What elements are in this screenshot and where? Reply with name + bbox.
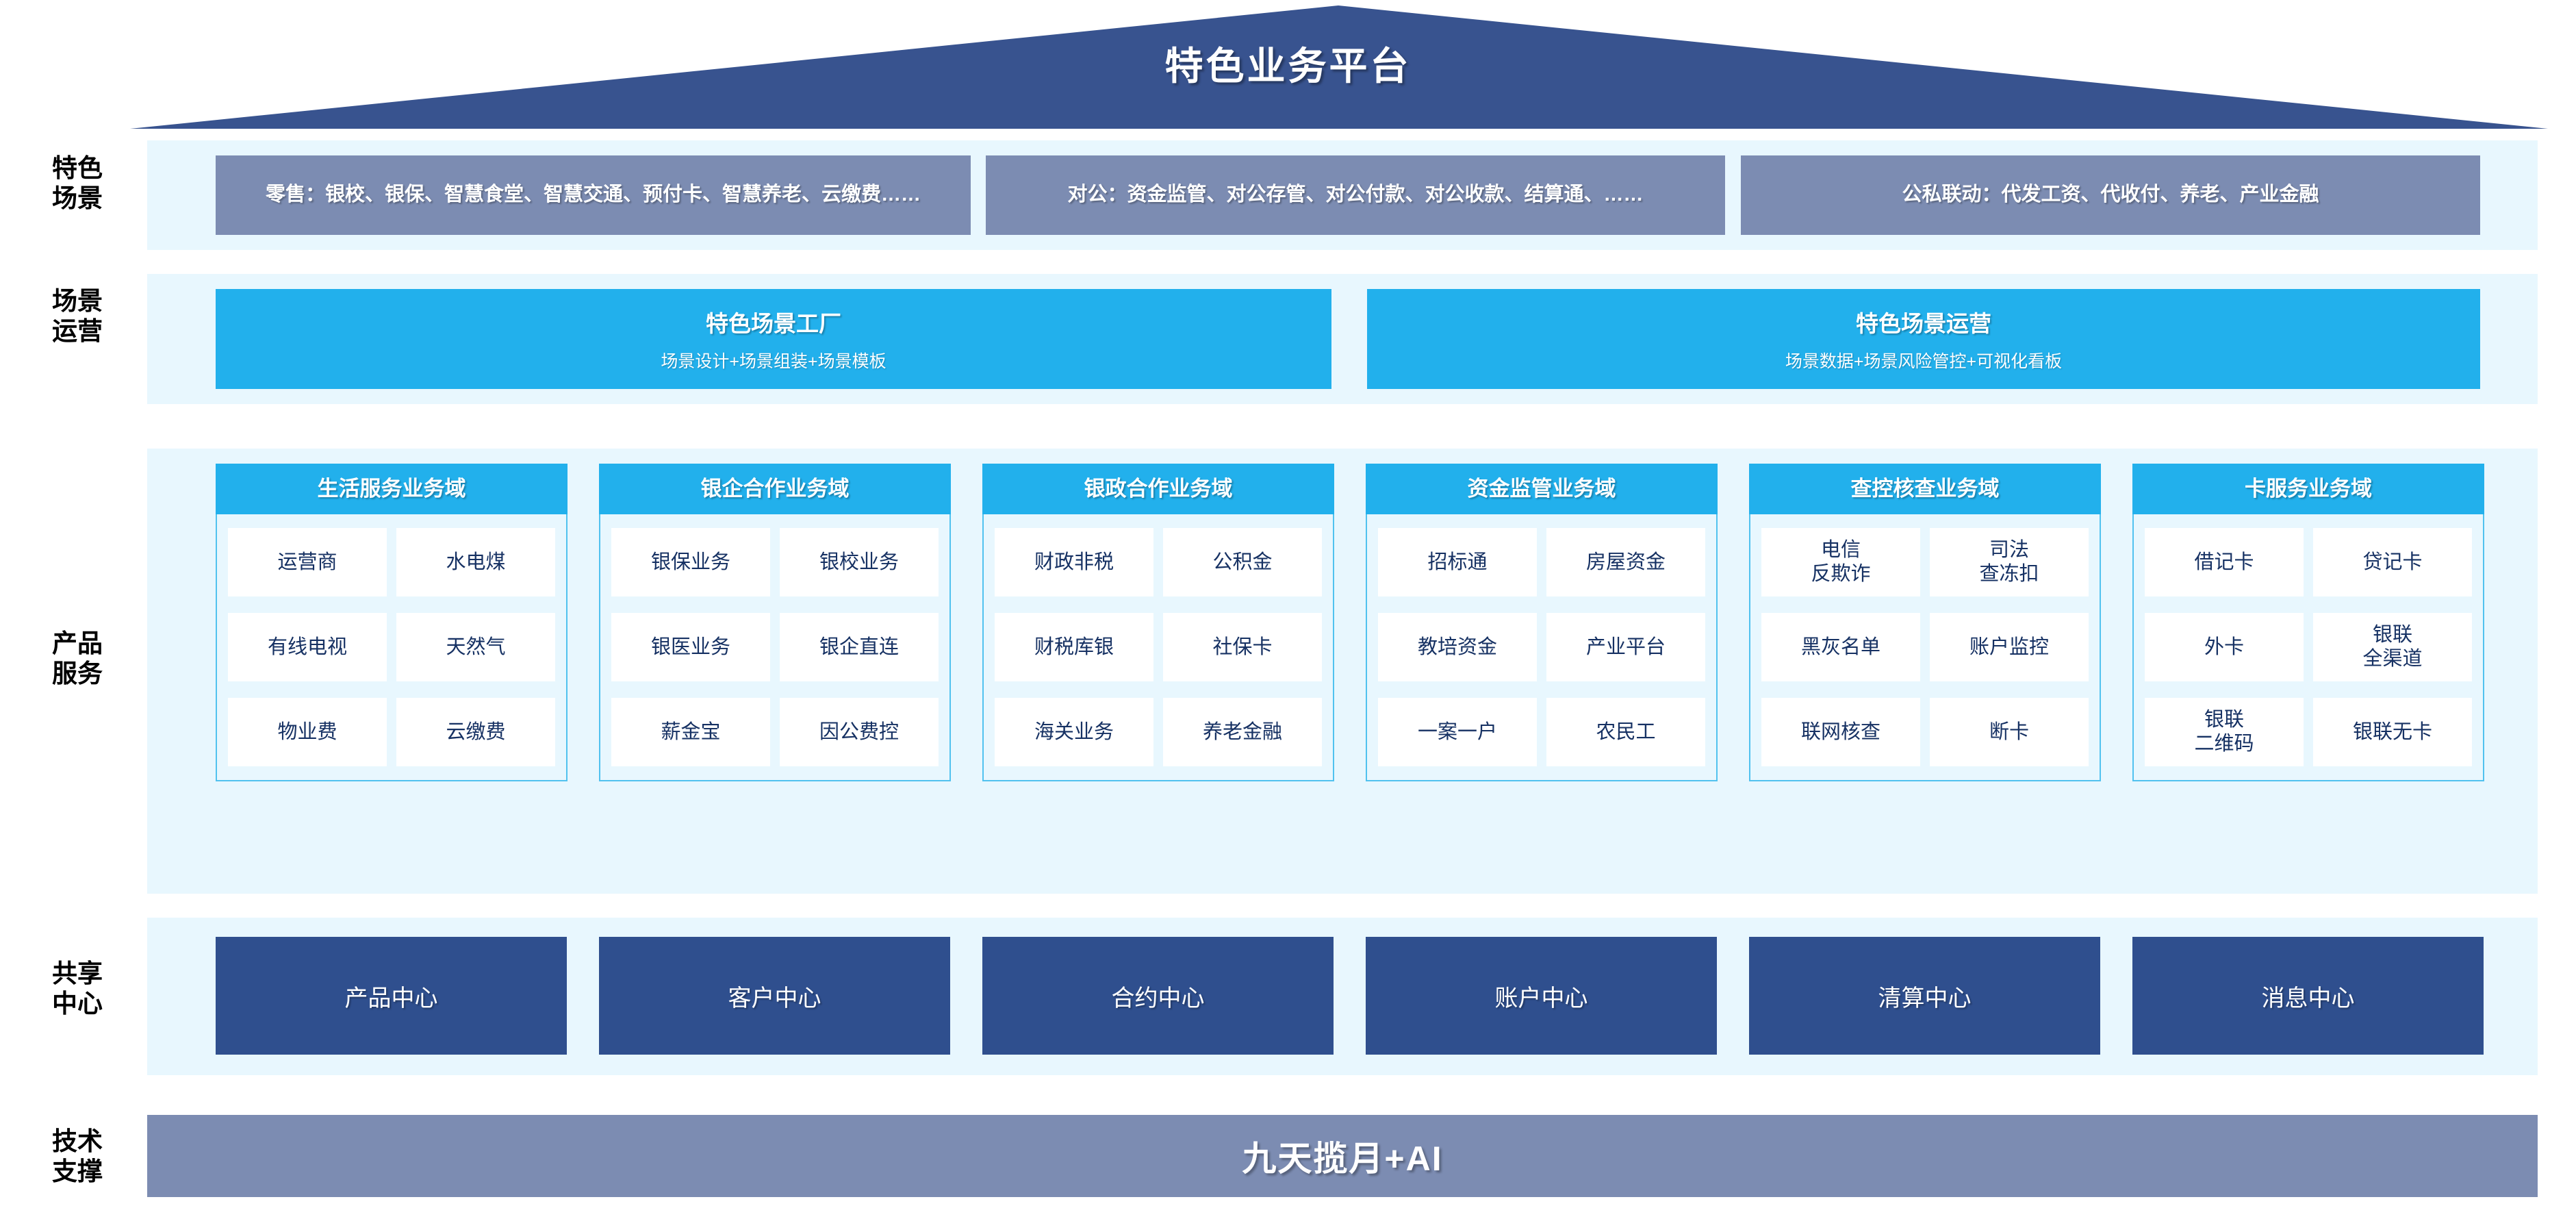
- row-label-product: 产品 服务: [52, 629, 103, 688]
- domain-item[interactable]: 海关业务: [995, 698, 1153, 766]
- business-domain-column: 卡服务业务域 借记卡 贷记卡 外卡 银联 全渠道 银联 二维码 银联无卡: [2132, 464, 2484, 781]
- operation-card-title: 特色场景运营: [1856, 311, 1991, 336]
- domain-item[interactable]: 财政非税: [995, 528, 1153, 596]
- business-domain-column: 生活服务业务域 运营商 水电煤 有线电视 天然气 物业费 云缴费: [216, 464, 568, 781]
- domain-item[interactable]: 房屋资金: [1546, 528, 1705, 596]
- domain-item[interactable]: 银联无卡: [2313, 698, 2472, 766]
- domain-item[interactable]: 银联 二维码: [2145, 698, 2304, 766]
- domain-item[interactable]: 账户监控: [1930, 613, 2089, 681]
- domain-item[interactable]: 水电煤: [396, 528, 555, 596]
- domain-item[interactable]: 物业费: [228, 698, 387, 766]
- page-title: 特色业务平台: [1164, 45, 1412, 88]
- domain-title: 查控核查业务域: [1749, 464, 2101, 514]
- domain-item[interactable]: 产业平台: [1546, 613, 1705, 681]
- domain-item[interactable]: 银医业务: [611, 613, 770, 681]
- domain-item[interactable]: 云缴费: [396, 698, 555, 766]
- domain-item[interactable]: 公积金: [1163, 528, 1322, 596]
- domain-item[interactable]: 断卡: [1930, 698, 2089, 766]
- domain-item[interactable]: 养老金融: [1163, 698, 1322, 766]
- operation-card-subtitle: 场景设计+场景组装+场景模板: [661, 352, 887, 371]
- domain-item[interactable]: 社保卡: [1163, 613, 1322, 681]
- scenario-row-panel: 零售：银校、银保、智慧食堂、智慧交通、预付卡、智慧养老、云缴费…… 对公：资金监…: [147, 140, 2538, 250]
- domain-item[interactable]: 天然气: [396, 613, 555, 681]
- shared-center-row-panel: 产品中心 客户中心 合约中心 账户中心 清算中心 消息中心: [147, 918, 2538, 1075]
- domain-item[interactable]: 有线电视: [228, 613, 387, 681]
- scenario-card-linkage[interactable]: 公私联动：代发工资、代收付、养老、产业金融: [1741, 155, 2480, 235]
- domain-title: 生活服务业务域: [216, 464, 568, 514]
- domain-item[interactable]: 银企直连: [780, 613, 939, 681]
- domain-item[interactable]: 司法 查冻扣: [1930, 528, 2089, 596]
- domain-item[interactable]: 农民工: [1546, 698, 1705, 766]
- domain-items-grid: 财政非税 公积金 财税库银 社保卡 海关业务 养老金融: [982, 514, 1334, 781]
- domain-item[interactable]: 财税库银: [995, 613, 1153, 681]
- scenario-card-corporate[interactable]: 对公：资金监管、对公存管、对公付款、对公收款、结算通、……: [986, 155, 1725, 235]
- domain-item[interactable]: 借记卡: [2145, 528, 2304, 596]
- scenario-card-retail[interactable]: 零售：银校、银保、智慧食堂、智慧交通、预付卡、智慧养老、云缴费……: [216, 155, 971, 235]
- domain-item[interactable]: 银保业务: [611, 528, 770, 596]
- domain-item[interactable]: 银校业务: [780, 528, 939, 596]
- product-row-panel: 生活服务业务域 运营商 水电煤 有线电视 天然气 物业费 云缴费 银企合作业务域…: [147, 449, 2538, 894]
- domain-items-grid: 招标通 房屋资金 教培资金 产业平台 一案一户 农民工: [1366, 514, 1718, 781]
- domain-item[interactable]: 银联 全渠道: [2313, 613, 2472, 681]
- shared-center-card[interactable]: 产品中心: [216, 937, 567, 1055]
- domain-items-grid: 借记卡 贷记卡 外卡 银联 全渠道 银联 二维码 银联无卡: [2132, 514, 2484, 781]
- operation-card-scene-operating[interactable]: 特色场景运营 场景数据+场景风险管控+可视化看板: [1367, 289, 2480, 389]
- domain-items-grid: 电信 反欺诈 司法 查冻扣 黑灰名单 账户监控 联网核查 断卡: [1749, 514, 2101, 781]
- domain-item[interactable]: 一案一户: [1378, 698, 1537, 766]
- tech-support-bar[interactable]: 九天揽月+AI: [147, 1115, 2538, 1197]
- business-domain-column: 银政合作业务域 财政非税 公积金 财税库银 社保卡 海关业务 养老金融: [982, 464, 1334, 781]
- domain-items-grid: 运营商 水电煤 有线电视 天然气 物业费 云缴费: [216, 514, 568, 781]
- domain-title: 资金监管业务域: [1366, 464, 1718, 514]
- business-domain-column: 资金监管业务域 招标通 房屋资金 教培资金 产业平台 一案一户 农民工: [1366, 464, 1718, 781]
- domain-item[interactable]: 电信 反欺诈: [1761, 528, 1920, 596]
- shared-center-card[interactable]: 客户中心: [599, 937, 950, 1055]
- operation-card-title: 特色场景工厂: [706, 311, 841, 336]
- operation-card-subtitle: 场景数据+场景风险管控+可视化看板: [1785, 352, 2063, 371]
- shared-center-card[interactable]: 账户中心: [1366, 937, 1717, 1055]
- domain-item[interactable]: 贷记卡: [2313, 528, 2472, 596]
- row-label-tech: 技术 支撑: [52, 1127, 103, 1185]
- business-domain-column: 银企合作业务域 银保业务 银校业务 银医业务 银企直连 薪金宝 因公费控: [599, 464, 951, 781]
- operation-row-panel: 特色场景工厂 场景设计+场景组装+场景模板 特色场景运营 场景数据+场景风险管控…: [147, 274, 2538, 404]
- shared-center-card[interactable]: 合约中心: [982, 937, 1334, 1055]
- domain-title: 卡服务业务域: [2132, 464, 2484, 514]
- domain-item[interactable]: 教培资金: [1378, 613, 1537, 681]
- row-label-operation: 场景 运营: [52, 287, 103, 345]
- row-label-scenario: 特色 场景: [52, 154, 103, 212]
- domain-title: 银政合作业务域: [982, 464, 1334, 514]
- domain-item[interactable]: 联网核查: [1761, 698, 1920, 766]
- shared-center-card[interactable]: 清算中心: [1749, 937, 2100, 1055]
- domain-item[interactable]: 薪金宝: [611, 698, 770, 766]
- domain-items-grid: 银保业务 银校业务 银医业务 银企直连 薪金宝 因公费控: [599, 514, 951, 781]
- domain-item[interactable]: 因公费控: [780, 698, 939, 766]
- domain-item[interactable]: 外卡: [2145, 613, 2304, 681]
- platform-roof: 特色业务平台: [0, 0, 2576, 131]
- row-label-shared: 共享 中心: [52, 959, 103, 1018]
- domain-title: 银企合作业务域: [599, 464, 951, 514]
- shared-center-card[interactable]: 消息中心: [2132, 937, 2484, 1055]
- operation-card-scene-factory[interactable]: 特色场景工厂 场景设计+场景组装+场景模板: [216, 289, 1331, 389]
- domain-item[interactable]: 黑灰名单: [1761, 613, 1920, 681]
- business-domain-column: 查控核查业务域 电信 反欺诈 司法 查冻扣 黑灰名单 账户监控 联网核查 断卡: [1749, 464, 2101, 781]
- domain-item[interactable]: 运营商: [228, 528, 387, 596]
- domain-item[interactable]: 招标通: [1378, 528, 1537, 596]
